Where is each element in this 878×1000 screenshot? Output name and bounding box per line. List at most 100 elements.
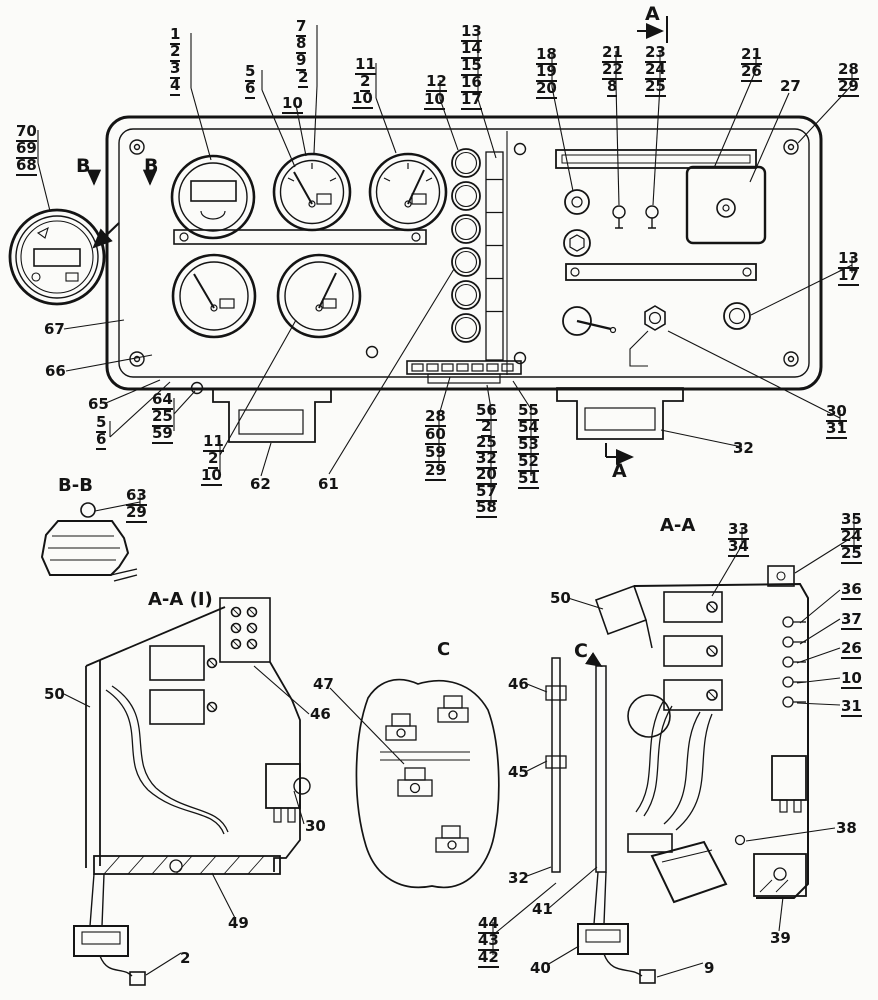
callout-57-25: 25 — [476, 433, 497, 453]
section-aa-view — [545, 565, 809, 984]
callout-21-18: 18 — [536, 45, 557, 65]
callout-92-45: 45 — [508, 763, 529, 781]
callout-20-17: 17 — [461, 90, 482, 110]
callout-77-49: 49 — [228, 914, 249, 932]
callout-62-55: 55 — [518, 401, 539, 421]
callout-25-22: 22 — [602, 60, 623, 80]
callout-88-10: 10 — [841, 669, 862, 689]
callout-23-20: 20 — [536, 79, 557, 99]
callout-64-53: 53 — [518, 435, 539, 455]
base-plate — [93, 855, 281, 875]
cut-marker-1-A: A — [612, 460, 627, 482]
section-aa1-view — [73, 597, 311, 986]
terminal-bolts — [380, 695, 470, 853]
lamp-plug-aa — [577, 871, 656, 984]
callout-18-15: 15 — [461, 56, 482, 76]
callout-37-68: 68 — [16, 156, 37, 176]
section-title-0-B-B: B-B — [58, 475, 93, 496]
mid-right-connector — [771, 755, 807, 813]
callout-60-57: 57 — [476, 482, 497, 502]
section-bb-view — [40, 502, 138, 582]
callout-83-24: 24 — [841, 527, 862, 547]
callout-66-51: 51 — [518, 469, 539, 489]
callout-41-5: 5 — [96, 413, 107, 433]
callout-8-5: 5 — [245, 62, 256, 82]
toggle-switch-small-1 — [612, 205, 626, 229]
callout-86-37: 37 — [841, 610, 862, 630]
lamp-strip — [485, 151, 504, 361]
callout-96-42: 42 — [478, 948, 499, 968]
callout-49-62: 62 — [250, 475, 271, 493]
callout-4-7: 7 — [296, 17, 307, 37]
callout-14-12: 12 — [426, 72, 447, 92]
callout-71-32: 32 — [733, 439, 754, 457]
callout-46-11: 11 — [203, 432, 224, 452]
top-clamp — [767, 565, 795, 587]
side-connector — [265, 763, 311, 823]
callout-13-10: 10 — [352, 89, 373, 109]
callout-45-59: 59 — [152, 424, 173, 444]
callout-89-31: 31 — [841, 697, 862, 717]
callout-97-41: 41 — [532, 900, 553, 918]
callout-16-13: 13 — [461, 22, 482, 42]
callout-10-10: 10 — [282, 94, 303, 114]
callout-68-17: 17 — [838, 266, 859, 286]
callout-44-25: 25 — [152, 407, 173, 427]
panel-screws — [129, 139, 799, 395]
callout-58-32: 32 — [476, 449, 497, 469]
callout-75-46: 46 — [310, 705, 331, 723]
callout-67-13: 13 — [838, 249, 859, 269]
callout-94-44: 44 — [478, 914, 499, 934]
callout-15-10: 10 — [424, 90, 445, 110]
detail-c-view — [355, 678, 500, 889]
callout-61-58: 58 — [476, 498, 497, 518]
callout-93-32: 32 — [508, 869, 529, 887]
hex-nut — [644, 305, 666, 331]
callout-59-20: 20 — [476, 465, 497, 485]
gauge-oil-pressure — [171, 253, 257, 339]
callout-33-28: 28 — [838, 60, 859, 80]
callout-91-46: 46 — [508, 675, 529, 693]
callout-78-2: 2 — [180, 949, 191, 967]
callout-65-52: 52 — [518, 452, 539, 472]
callout-43-64: 64 — [152, 390, 173, 410]
terminal-tower — [219, 597, 271, 663]
callout-31-26: 26 — [741, 62, 762, 82]
section-title-3-A-A: A-A — [660, 515, 696, 536]
callout-19-16: 16 — [461, 73, 482, 93]
cut-marker-0-A: A — [645, 3, 660, 25]
callout-73-29: 29 — [126, 503, 147, 523]
right-panel-controls — [555, 149, 767, 367]
wire-harness — [635, 699, 713, 831]
callout-9-6: 6 — [245, 79, 256, 99]
callout-99-38: 38 — [836, 819, 857, 837]
callout-87-26: 26 — [841, 639, 862, 659]
callout-38-67: 67 — [44, 320, 65, 338]
callout-47-2: 2 — [208, 449, 219, 469]
terminal-strip — [406, 360, 522, 384]
callout-5-8: 8 — [296, 34, 307, 54]
ignition-switch — [564, 189, 590, 215]
gauge-hourmeter — [170, 154, 256, 240]
mounting-bar — [173, 229, 427, 245]
callout-32-27: 27 — [780, 77, 801, 95]
callout-3-4: 4 — [170, 76, 181, 96]
callout-79-47: 47 — [313, 675, 334, 693]
harness-connector — [627, 833, 746, 904]
callout-26-8: 8 — [607, 77, 618, 97]
callout-98-40: 40 — [530, 959, 551, 977]
callout-74-50: 50 — [44, 685, 65, 703]
callout-0-1: 1 — [170, 25, 181, 45]
callout-52-60: 60 — [425, 425, 446, 445]
callout-51-28: 28 — [425, 407, 446, 427]
callout-34-29: 29 — [838, 77, 859, 97]
bottom-connectors — [212, 360, 684, 443]
callout-35-70: 70 — [16, 122, 37, 142]
callout-1-2: 2 — [170, 42, 181, 62]
callout-36-69: 69 — [16, 139, 37, 159]
callout-70-31: 31 — [826, 419, 847, 439]
callout-11-11: 11 — [355, 55, 376, 75]
callout-29-25: 25 — [645, 77, 666, 97]
